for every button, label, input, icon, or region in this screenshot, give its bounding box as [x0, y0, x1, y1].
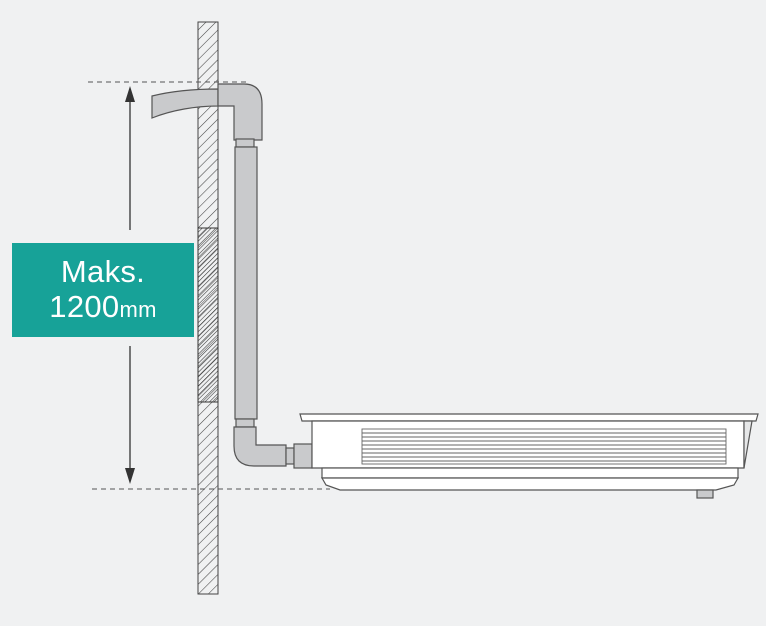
label-prefix: Maks. — [60, 254, 146, 290]
label-value-line: 1200mm — [49, 289, 157, 325]
dimension-arrow — [125, 86, 135, 484]
wall — [197, 21, 219, 595]
max-height-label: Maks. 1200mm — [12, 243, 194, 337]
indoor-unit — [299, 413, 759, 499]
label-unit: mm — [119, 297, 157, 322]
vent-grille — [361, 428, 727, 465]
drain-pipe — [217, 83, 313, 469]
reference-lines — [88, 81, 330, 490]
label-value: 1200 — [49, 289, 120, 324]
